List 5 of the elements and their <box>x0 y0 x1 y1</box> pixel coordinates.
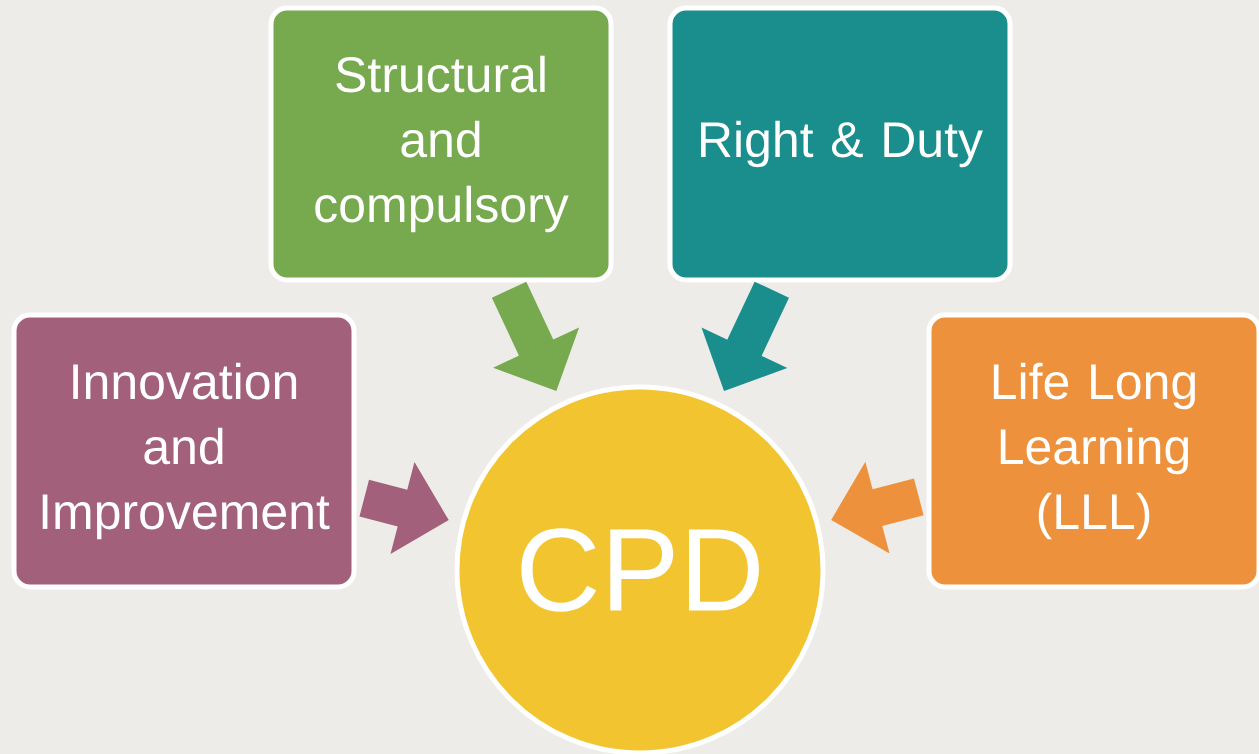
process-box: Structural and compulsory <box>268 5 614 283</box>
circle-node: CPD <box>454 384 826 754</box>
process-box: Right & Duty <box>667 5 1013 283</box>
process-box: Innovation and Improvement <box>11 312 357 590</box>
process-box: Life Long Learning (LLL) <box>926 312 1259 590</box>
